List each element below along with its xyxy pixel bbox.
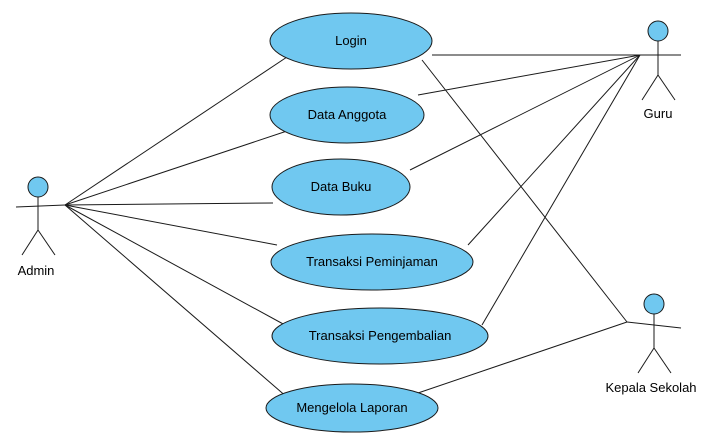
actor-label: Kepala Sekolah — [605, 380, 696, 395]
usecase-label: Transaksi Peminjaman — [306, 254, 438, 269]
assoc-guru-data-anggota — [417, 54, 641, 96]
actor-admin[interactable]: Admin — [15, 176, 66, 278]
usecase-ellipse — [269, 86, 425, 144]
usecase-ellipse — [270, 233, 474, 291]
actor-label: Admin — [18, 263, 55, 278]
assoc-admin-data-buku — [64, 202, 274, 206]
assoc-admin-login — [64, 54, 291, 206]
actor-label: Guru — [644, 106, 673, 121]
usecase-ellipse — [271, 307, 489, 365]
usecase-ellipse — [269, 12, 433, 70]
usecase-transaksi-pengembalian[interactable]: Transaksi Pengembalian — [271, 307, 489, 365]
usecase-transaksi-peminjaman[interactable]: Transaksi Peminjaman — [270, 233, 474, 291]
actor-kepala-sekolah[interactable]: Kepala Sekolah — [605, 293, 697, 395]
actor-head-icon — [647, 20, 669, 42]
assoc-admin-mengelola-laporan — [64, 204, 289, 399]
assoc-kepala-login — [421, 59, 628, 323]
usecase-ellipse — [271, 158, 411, 216]
usecase-login[interactable]: Login — [269, 12, 433, 70]
usecase-ellipse — [265, 383, 439, 433]
usecase-label: Mengelola Laporan — [296, 400, 407, 415]
assoc-admin-data-anggota — [64, 129, 291, 206]
usecase-label: Transaksi Pengembalian — [309, 328, 452, 343]
actor-right-leg — [37, 229, 56, 256]
assoc-admin-transaksi-pengembalian — [64, 204, 286, 326]
actor-right-leg — [657, 74, 676, 101]
associations — [64, 54, 641, 399]
assoc-guru-transaksi-peminjaman — [467, 54, 641, 246]
assoc-kepala-mengelola-laporan — [417, 321, 628, 394]
actor-head-icon — [643, 293, 665, 315]
usecase-data-anggota[interactable]: Data Anggota — [269, 86, 425, 144]
assoc-guru-transaksi-pengembalian — [481, 54, 641, 326]
actor-left-leg — [641, 74, 659, 101]
actor-right-leg — [653, 347, 672, 374]
actor-arms — [15, 204, 66, 208]
usecase-label: Login — [335, 33, 367, 48]
actor-left-leg — [637, 347, 655, 374]
actor-guru[interactable]: Guru — [640, 20, 681, 121]
assoc-admin-transaksi-peminjaman — [64, 204, 278, 246]
actor-left-leg — [21, 229, 39, 256]
usecase-label: Data Anggota — [308, 107, 388, 122]
usecase-mengelola-laporan[interactable]: Mengelola Laporan — [265, 383, 439, 433]
assoc-guru-data-buku — [409, 54, 641, 171]
usecase-label: Data Buku — [311, 179, 372, 194]
actor-head-icon — [27, 176, 49, 198]
usecase-data-buku[interactable]: Data Buku — [271, 158, 411, 216]
actor-arms — [626, 321, 682, 329]
